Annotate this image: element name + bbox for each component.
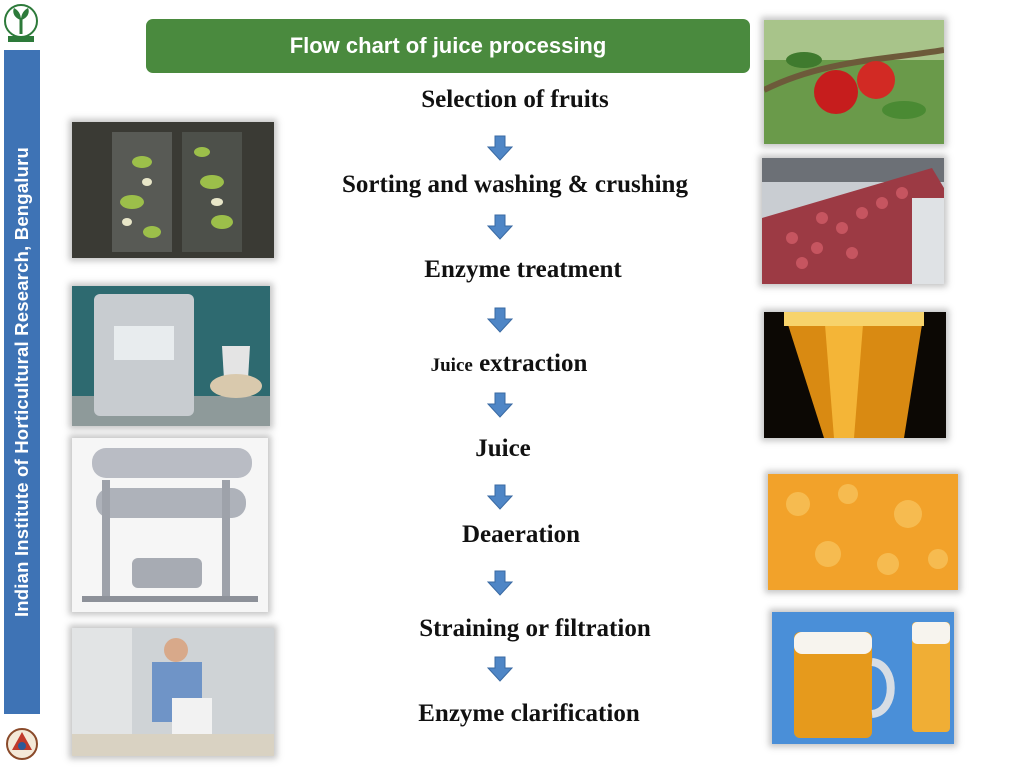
worker-pouring-photo <box>72 628 274 756</box>
down-arrow-icon <box>487 392 513 418</box>
step-deaeration: Deaeration <box>461 521 581 548</box>
down-arrow-icon <box>487 656 513 682</box>
foam-surface-photo <box>768 474 958 590</box>
step-juice-extraction-prefix: Juice <box>430 355 473 376</box>
icar-emblem-icon <box>6 728 38 760</box>
step-enzyme-clarification: Enzyme clarification <box>418 700 640 727</box>
apples-on-tree-photo <box>764 20 944 144</box>
title-bar: Flow chart of juice processing <box>146 19 750 73</box>
down-arrow-icon <box>487 214 513 240</box>
institute-name: Indian Institute of Horticultural Resear… <box>11 146 32 618</box>
beer-mugs-photo <box>772 612 954 744</box>
step-juice-extraction-text: extraction <box>479 350 588 377</box>
down-arrow-icon <box>487 484 513 510</box>
step-juice-extraction: Juice extraction <box>294 350 724 378</box>
down-arrow-icon <box>487 570 513 596</box>
sidebar-band <box>4 50 40 714</box>
sidebar: Indian Institute of Horticultural Resear… <box>0 0 44 768</box>
step-sorting-washing-crushing: Sorting and washing & crushing <box>342 171 688 198</box>
step-enzyme-treatment: Enzyme treatment <box>424 256 622 283</box>
step-selection-of-fruits: Selection of fruits <box>421 86 609 113</box>
down-arrow-icon <box>487 135 513 161</box>
iihr-logo-icon <box>4 4 38 42</box>
enzyme-powder-photo <box>72 286 270 426</box>
down-arrow-icon <box>487 307 513 333</box>
page-title: Flow chart of juice processing <box>289 33 607 58</box>
step-straining-filtration: Straining or filtration <box>419 615 651 642</box>
crushing-machine-photo <box>72 122 274 258</box>
juice-glass-photo <box>764 312 946 438</box>
extraction-equipment-photo <box>72 438 268 612</box>
step-juice: Juice <box>475 435 531 462</box>
apple-washing-conveyor-photo <box>762 158 944 284</box>
